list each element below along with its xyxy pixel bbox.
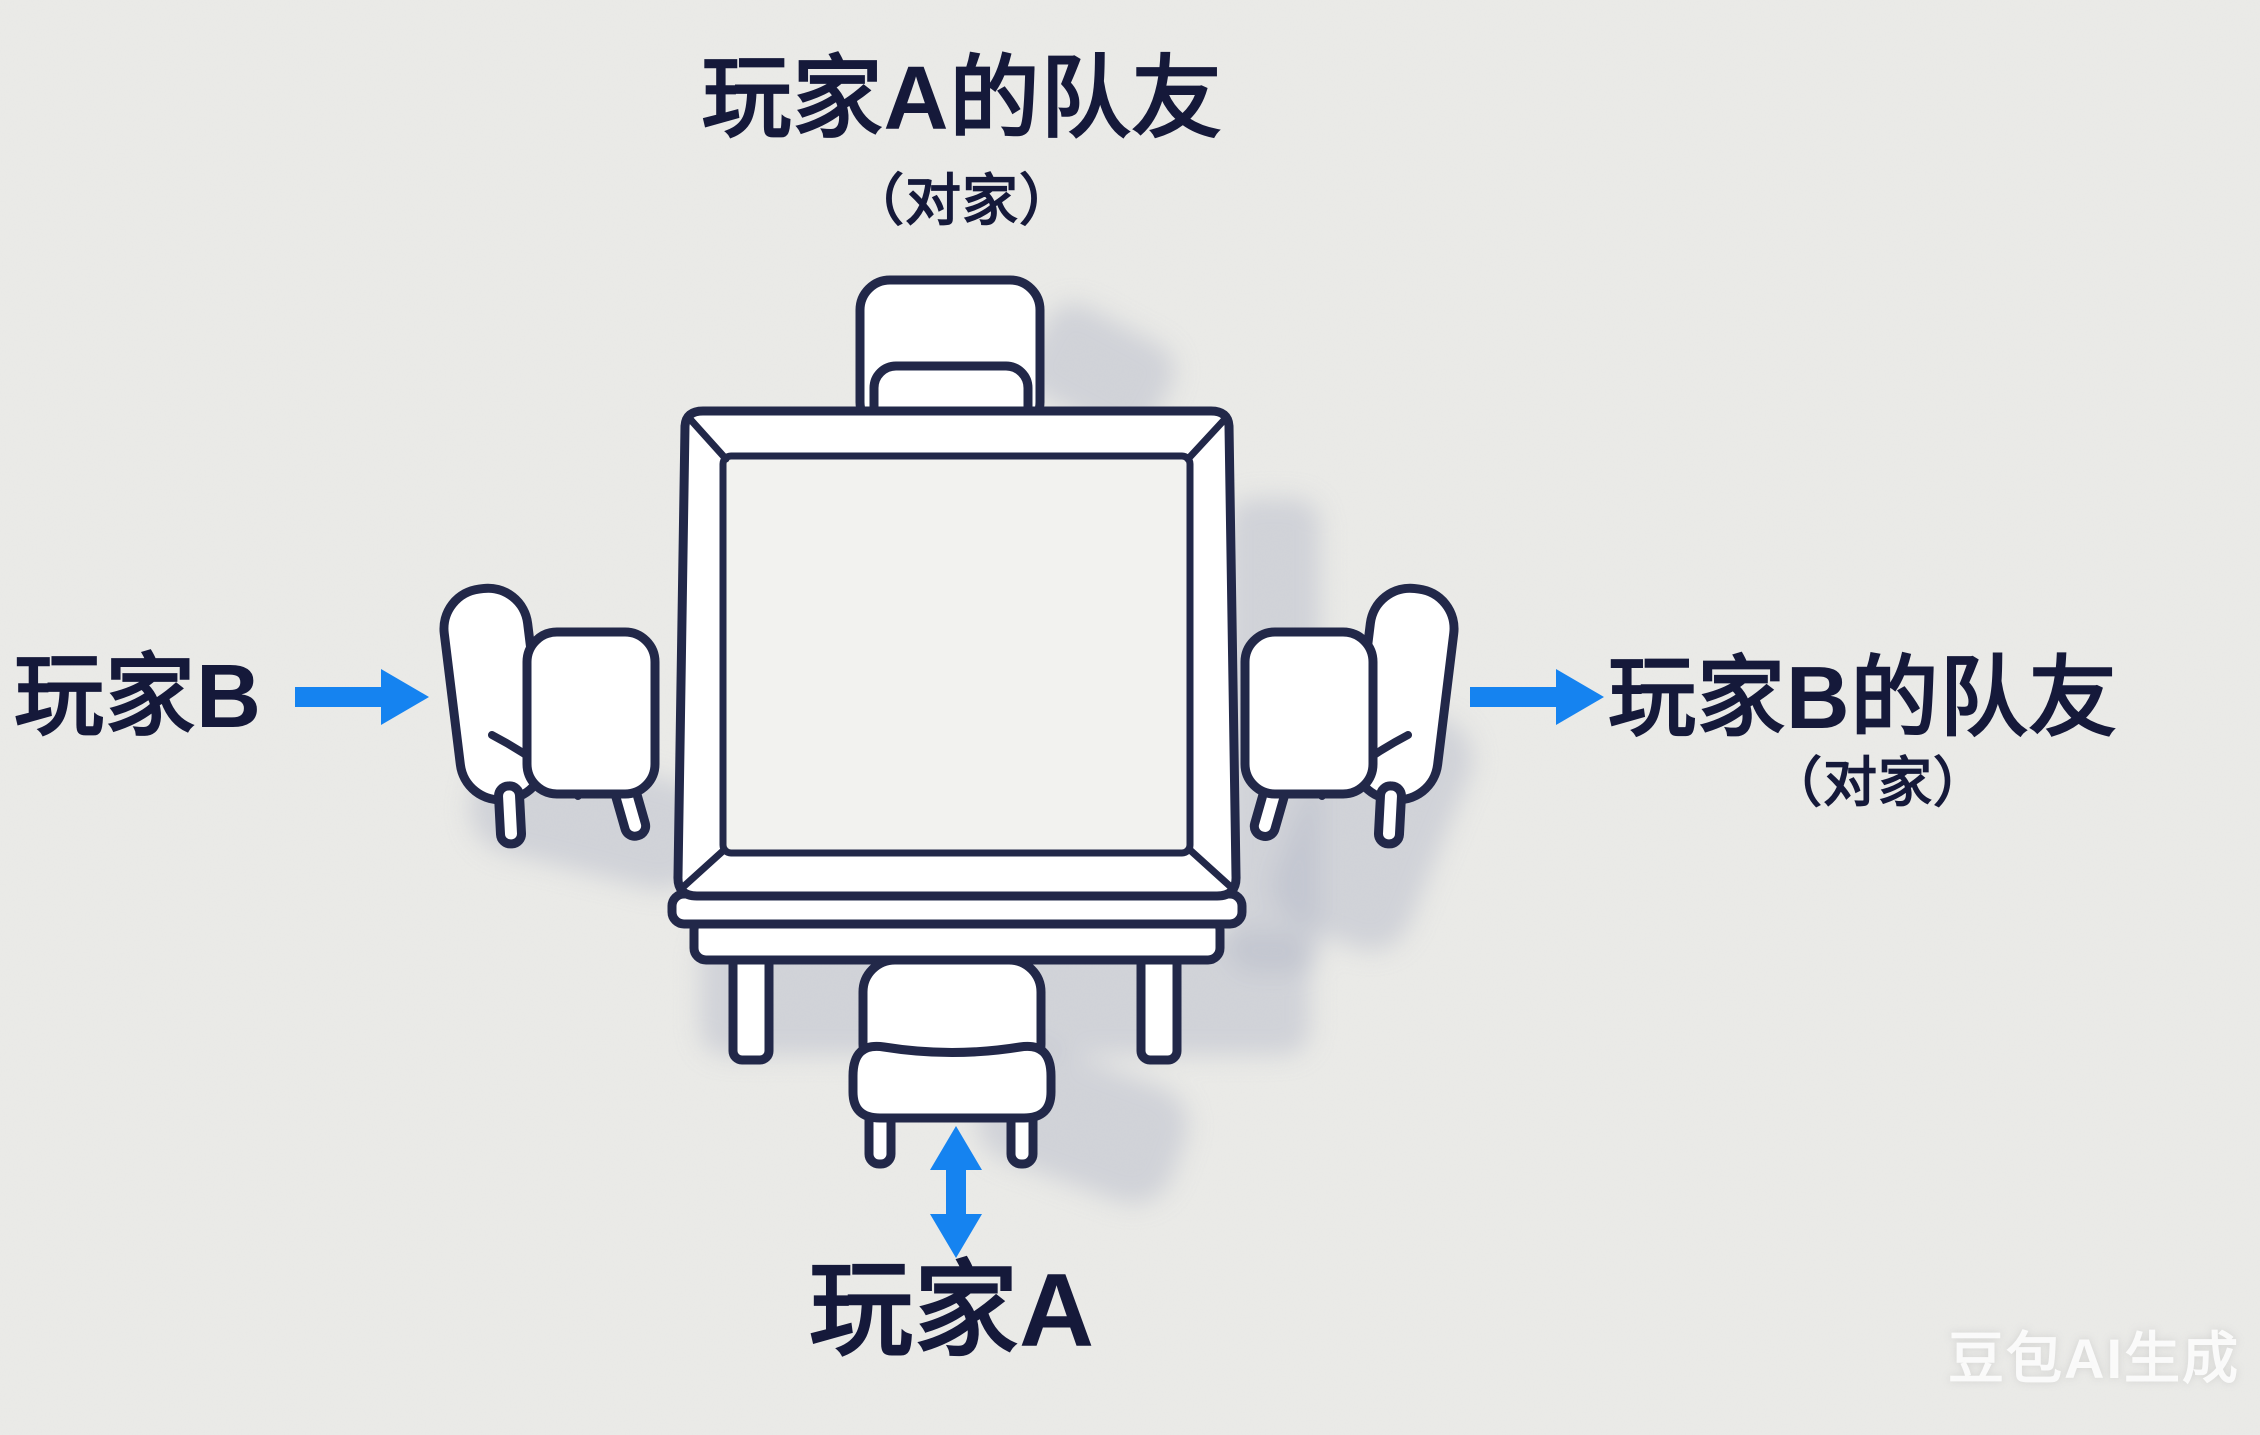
ai-watermark: 豆包AI生成 bbox=[1948, 1327, 2240, 1390]
label-player-b-teammate: 玩家B的队友 bbox=[1608, 648, 2118, 747]
table-bevel bbox=[678, 846, 728, 892]
chair-seat bbox=[848, 1041, 1056, 1123]
label-player-b-teammate-note: （对家） bbox=[1768, 753, 1988, 813]
table-bevel bbox=[686, 415, 730, 463]
label-player-b: 玩家B bbox=[14, 647, 262, 747]
chair-left bbox=[439, 583, 660, 849]
chair-leg bbox=[1373, 781, 1406, 849]
table-bevel bbox=[1186, 846, 1236, 892]
table-leg bbox=[728, 945, 774, 1065]
arrow-right-icon bbox=[295, 669, 429, 725]
table-surface bbox=[719, 452, 1194, 857]
shadow bbox=[1025, 303, 1175, 437]
chair-right bbox=[1240, 583, 1459, 849]
chair-seat bbox=[522, 627, 660, 799]
table-bevel bbox=[1184, 415, 1229, 463]
label-player-a-teammate-note: （对家） bbox=[848, 169, 1076, 232]
chair-seat bbox=[1240, 627, 1378, 799]
chair-bottom bbox=[848, 955, 1056, 1169]
label-player-a: 玩家A bbox=[808, 1253, 1096, 1369]
arrow-up-down-icon bbox=[930, 1126, 982, 1258]
arrow-right-icon bbox=[1470, 669, 1604, 725]
chair-leg bbox=[494, 781, 527, 849]
table-leg bbox=[1136, 945, 1182, 1065]
label-player-a-teammate: 玩家A的队友 bbox=[701, 49, 1223, 149]
table bbox=[667, 406, 1247, 1065]
